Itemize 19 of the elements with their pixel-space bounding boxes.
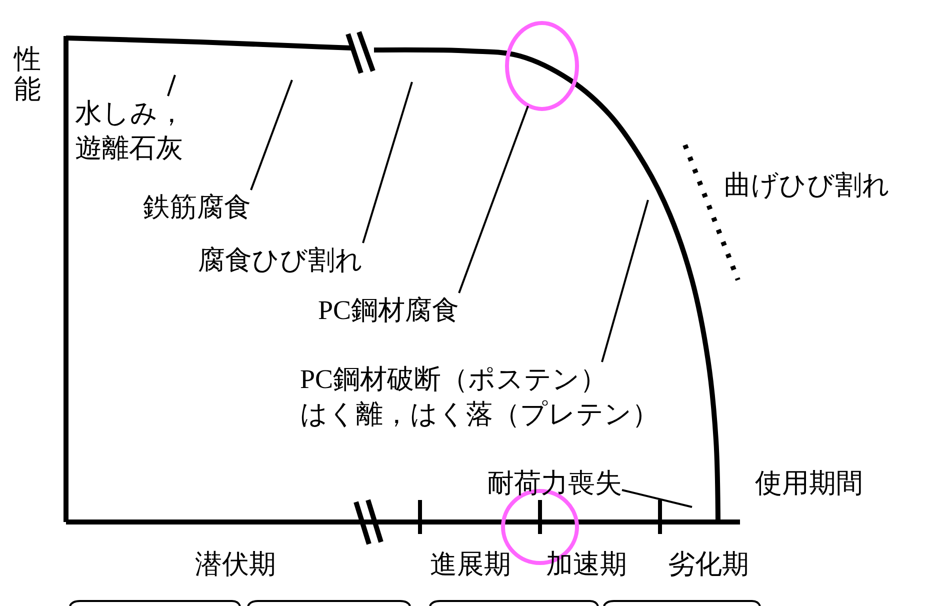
axis-label: 性能 [14,45,41,104]
axis-label: 使用期間 [755,467,863,500]
leader-line [362,82,413,244]
annotation-text: はく離，はく落（プレテン） [300,398,659,432]
annotation-text: PC鋼材破断（ポステン） [300,363,608,396]
leader-line [250,80,293,190]
leader-line [622,489,692,508]
annotation-text: 曲げひび割れ [724,169,890,202]
leader-line [167,74,176,96]
annotation-text: 鉄筋腐食 [143,191,251,224]
phase-label: 進展期 [430,548,511,581]
annotation-text: 水しみ，遊離石灰 [75,97,186,166]
phase-label: 潜伏期 [195,548,276,581]
leader-line [458,106,529,294]
annotation-text: 耐荷力喪失 [487,467,622,500]
leader-line [601,200,649,362]
phase-label: 劣化期 [668,548,749,581]
annotation-text: 腐食ひび割れ [198,244,363,277]
annotation-text: PC鋼材腐食 [318,294,460,327]
